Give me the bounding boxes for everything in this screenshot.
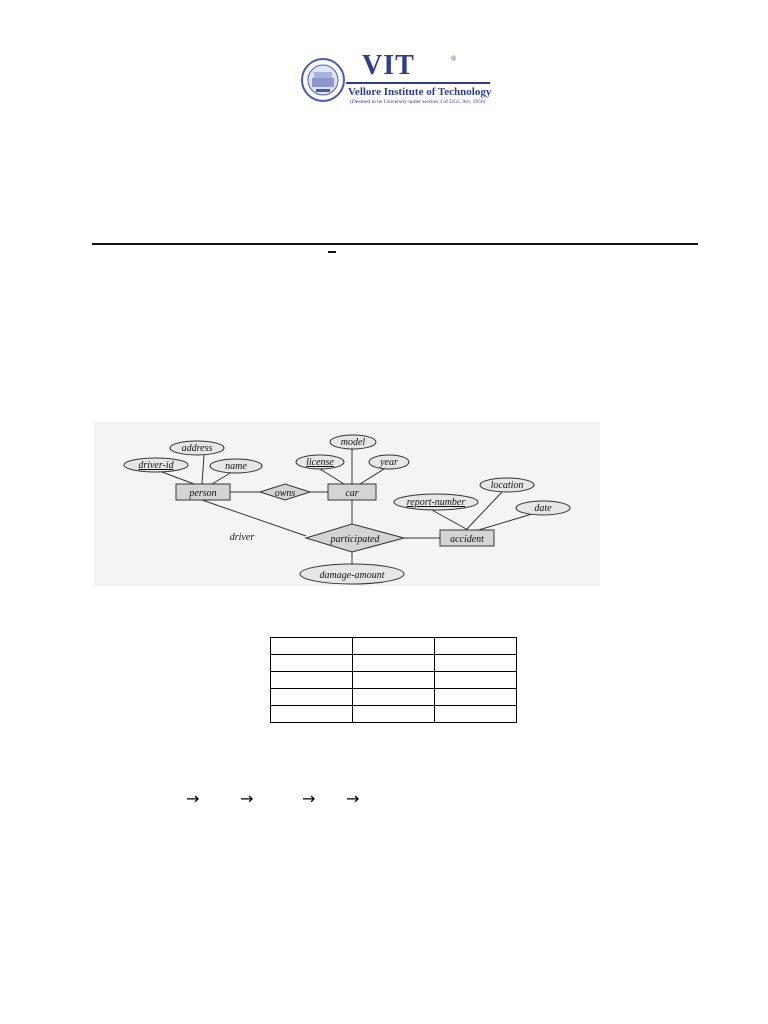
attr-damage-amount: [299, 563, 405, 585]
arrow-icon: →: [240, 789, 254, 808]
entity-car: [327, 483, 377, 501]
vit-logo: [300, 52, 492, 108]
attr-driver-id: [123, 457, 189, 473]
attr-license: [295, 454, 345, 470]
table-cell: [270, 671, 353, 689]
table-row: [270, 671, 517, 689]
label-driver-role: driver: [230, 532, 255, 543]
label-person: person: [188, 488, 216, 499]
label-year: year: [379, 457, 398, 468]
table-cell: [270, 705, 353, 723]
logo-mark: VIT: [362, 50, 415, 81]
label-accident: accident: [450, 534, 484, 545]
attr-model: [329, 434, 377, 450]
entity-accident: [439, 529, 495, 547]
table-row: [270, 654, 517, 672]
table-row: [270, 637, 517, 655]
arrow-icon: →: [302, 789, 316, 808]
table-cell: [434, 654, 517, 672]
label-location: location: [491, 480, 524, 491]
attr-location: [479, 477, 535, 493]
entity-person: [175, 483, 231, 501]
label-license: license: [306, 457, 334, 468]
table-cell: [352, 654, 435, 672]
attr-date: [515, 500, 571, 516]
data-table: [270, 637, 517, 723]
attr-name: [209, 458, 263, 474]
table-cell: [270, 637, 353, 655]
label-owns: owns: [275, 488, 296, 499]
label-damage-amount: damage-amount: [320, 570, 385, 581]
label-address: address: [182, 443, 213, 454]
table-cell: [352, 637, 435, 655]
relationship-owns: [258, 483, 312, 501]
table-cell: [270, 654, 353, 672]
arrow-row: → → → →: [186, 789, 366, 809]
table-cell: [434, 637, 517, 655]
label-model: model: [341, 437, 366, 448]
arrow-icon: →: [186, 789, 200, 808]
institute-subtitle: (Deemed to be University under section 3…: [350, 99, 486, 105]
table-row: [270, 705, 517, 723]
table-cell: [352, 671, 435, 689]
attr-year: [368, 454, 410, 470]
table-row: [270, 688, 517, 706]
dash-mark: [328, 251, 336, 253]
logo-divider: [346, 82, 490, 84]
attr-address: [169, 440, 225, 456]
table-cell: [434, 671, 517, 689]
label-driver-id: driver-id: [138, 460, 174, 471]
table-cell: [270, 688, 353, 706]
attr-report-number: [393, 493, 479, 511]
label-car: car: [345, 488, 358, 499]
label-date: date: [534, 503, 552, 514]
registered-mark: ®: [451, 55, 457, 63]
arrow-icon: →: [346, 789, 360, 808]
table-cell: [352, 688, 435, 706]
relationship-participated: [304, 523, 406, 553]
label-report-number: report-number: [407, 497, 466, 508]
seal-icon: [301, 58, 345, 102]
label-participated: participated: [330, 534, 381, 545]
header-divider: [92, 243, 698, 245]
label-name: name: [225, 461, 247, 472]
table-cell: [352, 705, 435, 723]
table-cell: [434, 705, 517, 723]
institute-name: Vellore Institute of Technology: [348, 86, 492, 98]
table-cell: [434, 688, 517, 706]
er-diagram: person car accident owns participated dr…: [94, 422, 600, 586]
